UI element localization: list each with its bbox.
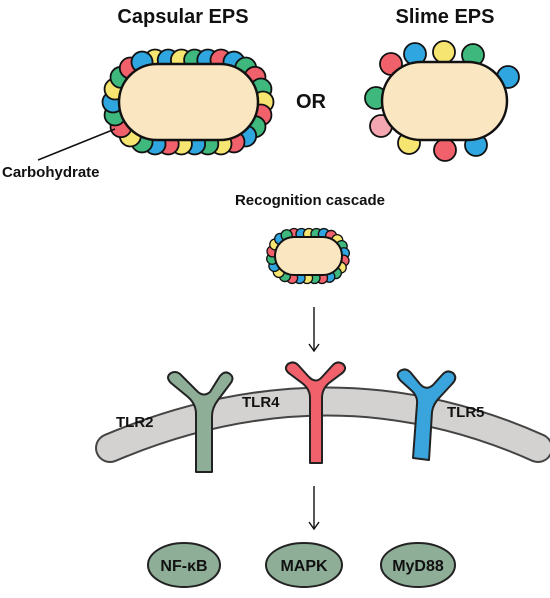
carbohydrate-bead [433,138,457,162]
cell-membrane [97,388,550,461]
slime-eps-cell [364,40,520,162]
tlr5-receptor [396,368,457,461]
recognition-cascade-title: Recognition cascade [235,192,385,209]
myd88-label: MyD88 [392,558,444,575]
tlr2-label: TLR2 [116,414,154,431]
capsular-eps-cell [101,48,275,156]
small-cell-body [274,236,343,276]
myd88-node: MyD88 [380,542,456,588]
capsular-eps-title: Capsular EPS [117,6,248,28]
tlr2-receptor [167,371,234,473]
tlr5-label: TLR5 [447,404,485,421]
tlr4-label: TLR4 [242,394,280,411]
small-capsular-cell [266,227,350,285]
capsular-cell-body [117,62,260,142]
tlr4-receptor [284,361,347,464]
slime-eps-title: Slime EPS [396,6,495,28]
arrow-down-icon [308,307,320,353]
carbohydrate-bead [432,40,456,64]
slime-cell-body [380,60,509,142]
carbohydrate-label: Carbohydrate [2,164,100,181]
arrow-down-icon [308,486,320,531]
carbohydrate-pointer-line [37,128,116,161]
nf-kb-label: NF-κB [160,558,207,575]
mapk-node: MAPK [265,542,343,588]
nf-kb-node: NF-κB [147,542,221,588]
or-label: OR [296,91,327,113]
mapk-label: MAPK [280,558,328,575]
